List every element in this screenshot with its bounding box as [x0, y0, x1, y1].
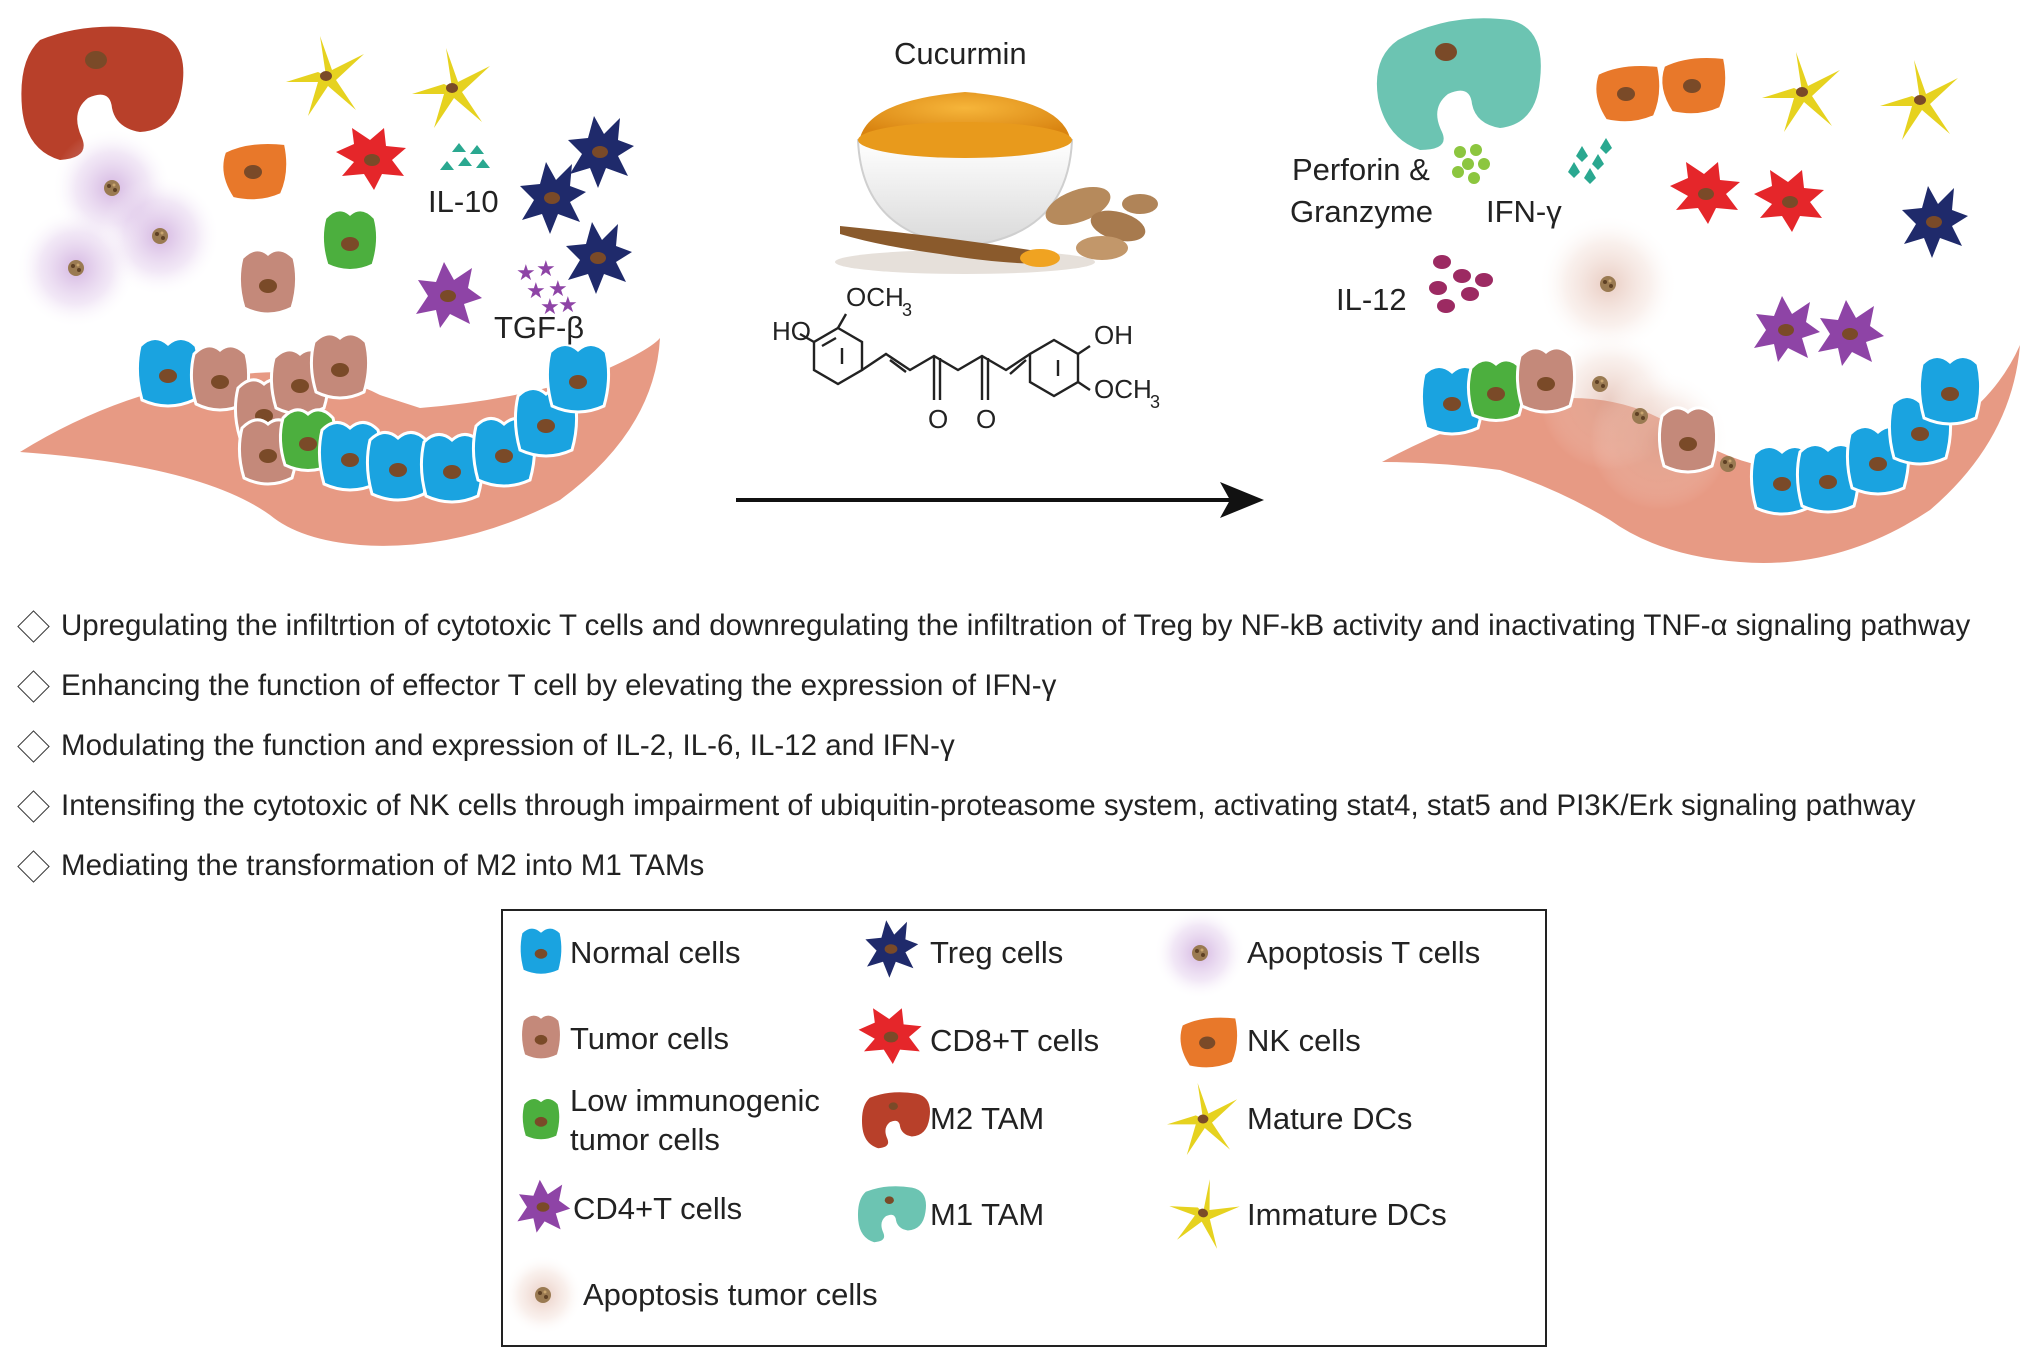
right-panel: Perforin & Granzyme IFN-γ IL-12 [1290, 18, 2020, 563]
diamond-bullet-icon [17, 609, 50, 643]
m1-tam-cell [1376, 18, 1541, 150]
legend-treg-cells: Treg cells [930, 935, 1064, 970]
il12-markers [1429, 255, 1493, 313]
diamond-bullet-icon [17, 789, 50, 823]
legend-m2-tam: M2 TAM [930, 1101, 1045, 1136]
diamond-bullet-icon [17, 849, 50, 883]
structure-sub3-right: 3 [1150, 392, 1160, 412]
ifng-label: IFN-γ [1486, 194, 1562, 229]
structure-och3-right: OCH [1094, 374, 1152, 404]
il12-label: IL-12 [1336, 282, 1407, 317]
apoptosis-tumor-cells-right [1538, 214, 1736, 510]
apoptosis-t-cells-left [16, 128, 220, 328]
legend-nk-cells: NK cells [1247, 1023, 1361, 1058]
turmeric-root-icon [1045, 186, 1158, 260]
tumor-cell-icon [519, 1013, 563, 1061]
structure-o2: O [976, 404, 996, 434]
svg-text:★: ★ [526, 278, 546, 303]
list-item-text: Intensifing the cytotoxic of NK cells th… [61, 789, 1916, 822]
turmeric-bowl-image [835, 92, 1158, 274]
list-item: Modulating the function and expression o… [14, 716, 2024, 776]
nk-cell-icon [1178, 1015, 1239, 1070]
legend-icons [503, 911, 1246, 1335]
legend-cd4-t-cells: CD4+T cells [573, 1191, 743, 1226]
legend-low-immunogenic-line1: Low immunogenic [570, 1083, 820, 1118]
cd4-cell-icon [517, 1179, 571, 1233]
perforin-granzyme-markers [1452, 144, 1490, 184]
list-item: Enhancing the function of effector T cel… [14, 656, 2024, 716]
tgfb-label: TGF-β [494, 310, 584, 345]
granzyme-label: Granzyme [1290, 194, 1433, 229]
list-item: Intensifing the cytotoxic of NK cells th… [14, 776, 2024, 836]
structure-och3-left: OCH [846, 282, 904, 312]
list-item-text: Mediating the transformation of M2 into … [61, 849, 705, 882]
low-immunogenic-cell-icon [520, 1096, 562, 1142]
svg-text:★: ★ [548, 276, 568, 301]
cd8-cell-icon [858, 1008, 922, 1064]
svg-text:★: ★ [536, 256, 556, 281]
tgfb-markers: ★★★ ★★★ [516, 256, 578, 319]
list-item-text: Modulating the function and expression o… [61, 729, 955, 762]
ifng-markers [1568, 138, 1612, 184]
legend-tumor-cells: Tumor cells [570, 1021, 730, 1056]
il10-markers [440, 143, 490, 170]
curcumin-structure [799, 313, 1091, 400]
legend-apoptosis-t-cells: Apoptosis T cells [1247, 935, 1481, 970]
m2-tam-icon [861, 1092, 930, 1149]
list-item: Mediating the transformation of M2 into … [14, 836, 2024, 896]
m1-tam-icon [857, 1186, 926, 1243]
compound-name: Cucurmin [894, 36, 1027, 71]
list-item-text: Upregulating the infiltrtion of cytotoxi… [61, 609, 1971, 642]
mature-dc-icon [1167, 1083, 1238, 1155]
structure-o1: O [928, 404, 948, 434]
legend-low-immunogenic-line2: tumor cells [570, 1122, 720, 1157]
svg-text:★: ★ [516, 260, 536, 285]
perforin-label: Perforin & [1292, 152, 1430, 187]
left-panel: ★★★ ★★★ IL-10 TGF-β [16, 26, 660, 546]
apoptosis-t-cell-icon [1154, 911, 1246, 999]
mechanism-list: Upregulating the infiltrtion of cytotoxi… [14, 596, 2024, 896]
structure-oh: OH [1094, 320, 1133, 350]
arrow-head-icon [1220, 482, 1264, 518]
curcumin-panel: Cucurmin [736, 36, 1264, 518]
diamond-bullet-icon [17, 669, 50, 703]
apoptosis-tumor-cell-icon [503, 1255, 583, 1335]
svg-text:★: ★ [558, 292, 578, 317]
treg-cell-icon [865, 920, 919, 978]
immature-dc-icon [1159, 1169, 1245, 1256]
il10-label: IL-10 [428, 184, 499, 219]
m2-tam-cell [21, 26, 184, 160]
structure-ho: HO [772, 316, 811, 346]
legend-mature-dcs: Mature DCs [1247, 1101, 1413, 1136]
normal-cell-icon [518, 926, 564, 976]
structure-sub3-left: 3 [902, 300, 912, 320]
legend-box: Normal cells Treg cells Apoptosis T cell… [501, 909, 1547, 1347]
legend-cd8-t-cells: CD8+T cells [930, 1023, 1100, 1058]
legend-normal-cells: Normal cells [570, 935, 741, 970]
svg-text:★: ★ [540, 294, 560, 319]
list-item-text: Enhancing the function of effector T cel… [61, 669, 1057, 702]
legend-immature-dcs: Immature DCs [1247, 1197, 1447, 1232]
legend-apoptosis-tumor-cells: Apoptosis tumor cells [583, 1277, 878, 1312]
list-item: Upregulating the infiltrtion of cytotoxi… [14, 596, 2024, 656]
legend-m1-tam: M1 TAM [930, 1197, 1045, 1232]
diamond-bullet-icon [17, 729, 50, 763]
